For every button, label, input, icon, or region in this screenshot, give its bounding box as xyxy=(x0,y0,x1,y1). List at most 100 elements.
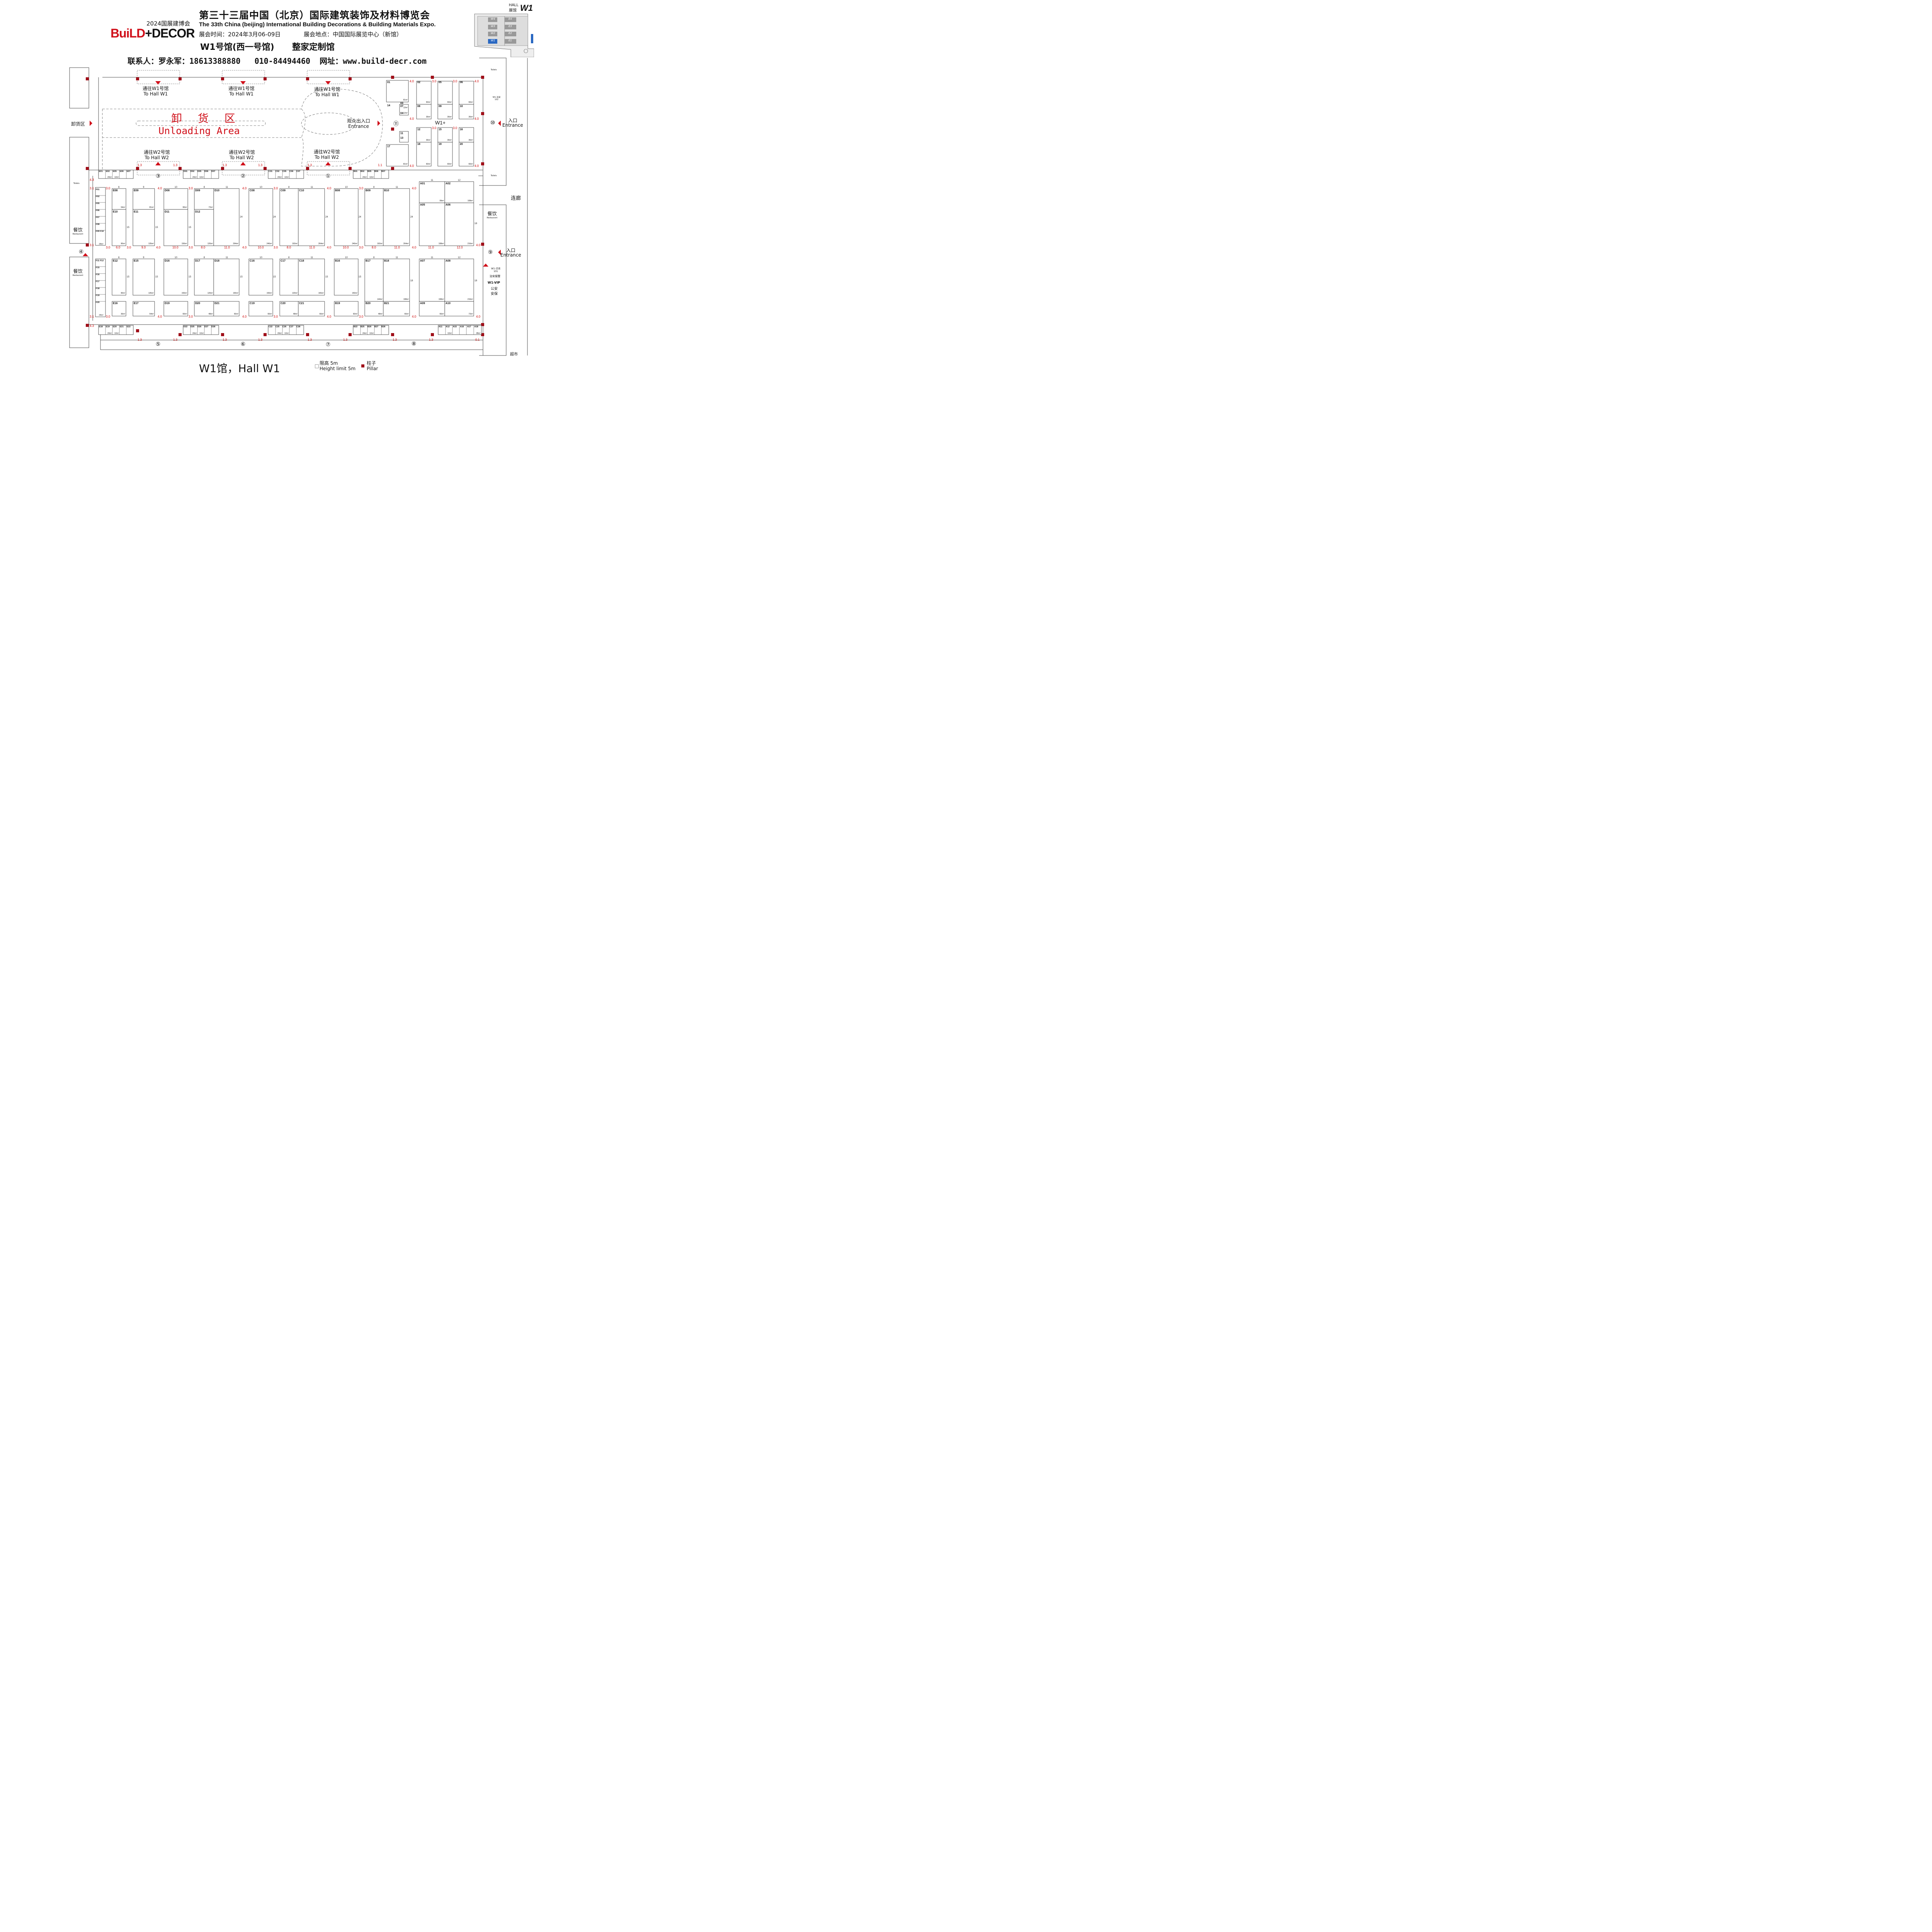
booth-id: D10 xyxy=(214,189,219,192)
svg-text:10.0: 10.0 xyxy=(172,246,179,249)
small-booth-area: 12m² xyxy=(284,176,289,179)
door-2: ② xyxy=(240,173,246,179)
booth-area: 60m² xyxy=(468,101,473,104)
svg-text:1.1: 1.1 xyxy=(378,163,383,167)
booth-area: 165m² xyxy=(233,292,238,294)
booth-id: 14 xyxy=(387,104,390,107)
booth-area: 192m² xyxy=(292,243,298,245)
small-booth-area: 24m² xyxy=(107,176,112,179)
to-w2-cn: 通往W2号馆 xyxy=(314,149,340,155)
svg-text:11: 11 xyxy=(226,186,228,189)
svg-text:4.0: 4.0 xyxy=(476,243,481,247)
unloading-area-en: Unloading Area xyxy=(158,125,240,136)
svg-text:1.3: 1.3 xyxy=(258,338,263,342)
door-10: ⑩ xyxy=(490,120,495,126)
small-booth-area: 12m² xyxy=(284,332,289,335)
entrance-en: Entrance xyxy=(500,252,521,258)
unloading-side-label: 卸货区 xyxy=(71,121,85,127)
small-booth-area: 24m² xyxy=(362,332,367,335)
booth-id: D19 xyxy=(165,302,170,305)
small-booth-id: D26 xyxy=(197,326,202,328)
svg-text:8: 8 xyxy=(204,257,205,259)
small-booth-area: 12m² xyxy=(369,332,374,335)
guard-2: 安保 xyxy=(491,292,498,296)
small-booth-id: F07 xyxy=(96,216,100,219)
svg-text:3.0: 3.0 xyxy=(432,80,437,83)
svg-text:11.0: 11.0 xyxy=(428,246,434,249)
svg-text:3.0: 3.0 xyxy=(274,246,278,249)
toilets-top: Toilets xyxy=(491,69,497,71)
contact-line: 联系人：罗永军：18613388880 010-84494460 网址：www.… xyxy=(128,56,427,66)
door-1: ① xyxy=(325,173,331,179)
audience-entrance-cn: 观众出入口 xyxy=(347,118,371,124)
booth-id: B19 xyxy=(335,302,340,305)
vip-room: W1-VIP xyxy=(488,281,500,284)
toilets-mid: Toilets xyxy=(491,175,497,177)
small-booth-id: C22 xyxy=(269,326,273,328)
restaurant-cn: 餐饮 xyxy=(73,227,83,233)
booth-id: A02 xyxy=(446,182,451,185)
svg-text:15: 15 xyxy=(127,276,129,278)
minimap-w4: W4 xyxy=(491,17,495,20)
booth-area: 60m² xyxy=(353,313,357,315)
booth-id: D08 xyxy=(165,189,170,192)
svg-text:4.3: 4.3 xyxy=(90,178,94,182)
svg-text:1.3: 1.3 xyxy=(429,338,434,342)
booth-area: 198m² xyxy=(438,298,444,301)
small-booth-id: B01 xyxy=(354,170,358,173)
small-booth-area: 12m² xyxy=(199,176,204,179)
small-booth-id: D02 xyxy=(190,170,195,173)
booth-area: 216m² xyxy=(467,243,473,245)
booth-area: 60m² xyxy=(426,101,430,104)
svg-text:3.0: 3.0 xyxy=(274,187,278,190)
minimap-w3: W3 xyxy=(491,25,495,28)
svg-text:4.0: 4.0 xyxy=(410,80,414,83)
booth-area: 12m² xyxy=(403,112,408,114)
booth-id: 18 xyxy=(417,143,420,146)
small-booth-id: F02 xyxy=(96,196,100,198)
minimap-e2: E2 xyxy=(509,32,512,35)
legend-height-box xyxy=(315,364,319,368)
minimap-svg xyxy=(474,14,534,58)
small-booth-id: C05 xyxy=(282,170,287,173)
small-booth-id: F06 xyxy=(96,209,100,212)
svg-text:8.0: 8.0 xyxy=(287,246,291,249)
small-booth-id: E22 xyxy=(127,326,131,328)
booth-area: 264m² xyxy=(233,243,238,245)
booth-id: D12 xyxy=(195,211,200,213)
svg-text:1.3: 1.3 xyxy=(308,163,312,167)
booth-area: 60m² xyxy=(447,163,452,165)
svg-text:3.0: 3.0 xyxy=(189,246,193,249)
svg-text:8: 8 xyxy=(204,186,205,189)
svg-text:1.3: 1.3 xyxy=(138,163,142,167)
booth-id: C17 xyxy=(281,260,286,262)
booth-id: 12 xyxy=(417,128,420,131)
booth-area: 72m² xyxy=(208,206,213,209)
small-booth-id: E20 xyxy=(113,326,117,328)
to-w1-cn: 通往W1号馆 xyxy=(143,86,169,91)
svg-text:3.0: 3.0 xyxy=(359,187,364,190)
svg-text:6: 6 xyxy=(118,257,120,259)
booth-id: D11 xyxy=(165,211,170,213)
toilets-left: Toilets xyxy=(73,182,80,185)
restaurant-en: Restaurant xyxy=(73,274,83,277)
booth-area: 198m² xyxy=(403,298,409,301)
svg-text:11.0: 11.0 xyxy=(309,246,315,249)
restaurant-en: Restaurant xyxy=(487,217,498,219)
small-booth-area: 24m² xyxy=(192,176,197,179)
svg-text:11: 11 xyxy=(396,257,398,259)
booth-id: 15 xyxy=(439,128,442,131)
small-booth-id: F16 xyxy=(96,274,100,276)
small-booth-id: A17 xyxy=(467,326,471,328)
booth-id: A10 xyxy=(446,302,451,305)
booth-area: 54m² xyxy=(149,313,154,315)
small-booth-id: E05 xyxy=(113,170,117,173)
booth-id: E10 xyxy=(113,211,118,213)
small-booth-id: D01 xyxy=(184,170,188,173)
